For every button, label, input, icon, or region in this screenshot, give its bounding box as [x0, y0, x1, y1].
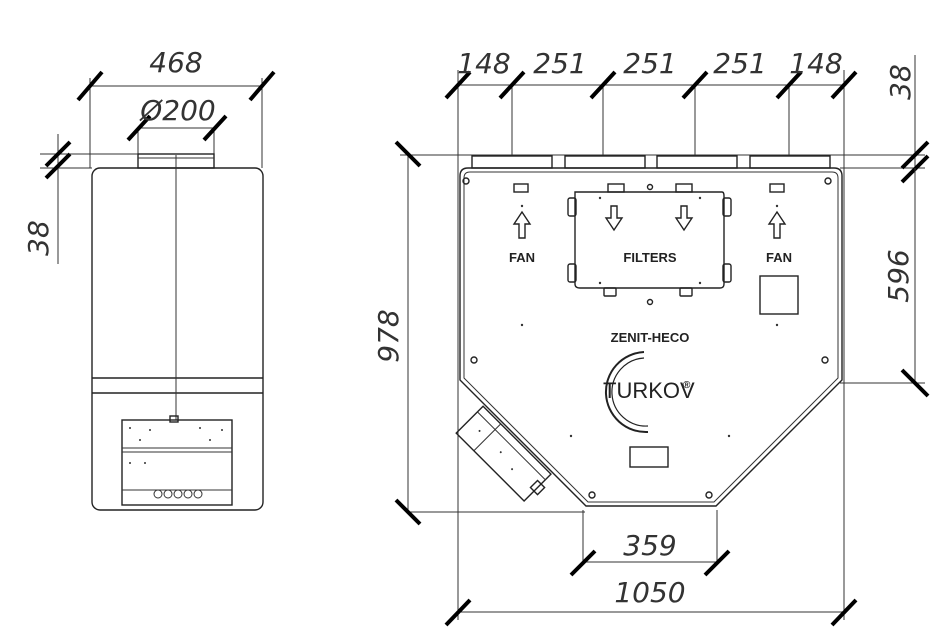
- filter-arrow-down-left-icon: [604, 205, 624, 232]
- dim-tick: [703, 549, 731, 577]
- left-side-view: 468 Ø200: [22, 46, 276, 511]
- dim-tick: [444, 598, 472, 627]
- dim-tick: [569, 549, 597, 577]
- top-spigots: [471, 155, 831, 169]
- screws: [462, 177, 832, 499]
- dim-148-b: 148: [789, 47, 842, 80]
- filter-arrow-down-right-icon: [674, 205, 694, 232]
- dim-tick: [76, 70, 104, 102]
- dim-tick: [775, 70, 803, 100]
- dim-38-right: 38: [884, 64, 917, 100]
- dim-tick: [202, 114, 228, 142]
- fan-arrow-up-right-icon: [767, 210, 787, 239]
- dim-tick: [44, 152, 72, 180]
- side-control-box: [455, 405, 552, 502]
- dim-tick: [394, 140, 422, 168]
- dim-38-left: 38: [22, 220, 55, 256]
- dim-596: 596: [882, 249, 915, 302]
- dim-1050: 1050: [614, 576, 685, 609]
- filters-label: FILTERS: [623, 250, 677, 265]
- dim-tick: [681, 70, 709, 100]
- brand-label: TURKOV: [603, 378, 695, 403]
- right-front-view: 148 251 251 251 148 38 596 978 359: [372, 47, 930, 627]
- controller-box: [121, 415, 233, 506]
- dim-tick: [126, 114, 152, 142]
- dim-359: 359: [623, 529, 676, 562]
- turkov-logo: TURKOV ®: [603, 351, 695, 434]
- registered-mark: ®: [683, 380, 691, 391]
- model-label: ZENIT-HECO: [611, 330, 690, 345]
- dim-tick: [394, 498, 422, 526]
- dim-148-a: 148: [457, 47, 510, 80]
- fan-arrow-up-left-icon: [512, 210, 532, 239]
- dim-tick: [44, 140, 72, 168]
- dim-251-c: 251: [713, 47, 766, 80]
- filter-panel: [567, 191, 732, 297]
- dim-tick: [498, 70, 526, 100]
- dim-tick: [589, 70, 617, 100]
- bottom-panel: [629, 446, 669, 468]
- fan-label-left: FAN: [509, 250, 535, 265]
- dim-251-b: 251: [623, 47, 676, 80]
- dim-tick: [444, 70, 472, 100]
- access-square: [759, 275, 799, 315]
- dim-978: 978: [372, 309, 405, 362]
- dim-d200: Ø200: [139, 94, 215, 127]
- fan-label-right: FAN: [766, 250, 792, 265]
- dim-tick: [248, 70, 276, 102]
- unit-body-outline: [459, 167, 843, 507]
- dim-tick: [900, 368, 930, 398]
- dim-tick: [830, 598, 858, 627]
- dim-251-a: 251: [533, 47, 586, 80]
- dim-tick: [830, 70, 858, 100]
- dim-468: 468: [149, 46, 202, 79]
- dim-tick: [900, 140, 930, 170]
